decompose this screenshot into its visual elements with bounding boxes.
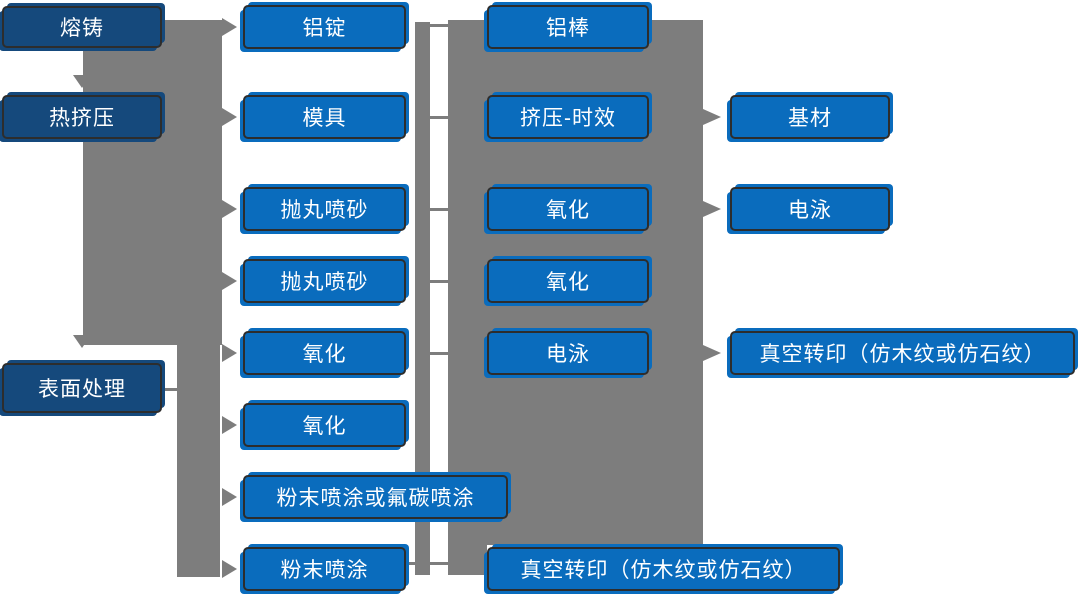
tie-powder-to-vacuum [405,562,448,565]
tie-surface-treatment [161,388,177,391]
arrow-to-electrophoresis-2-icon [703,201,721,217]
node-extrusion-aging: 挤压-时效 [487,95,649,139]
tie-row4 [430,280,448,283]
arrow-down-to-hot-extrusion-icon [73,75,91,88]
node-shot-blast-2: 抛丸喷砂 [243,259,406,303]
arrow-to-shot-blast-1-icon [222,200,237,218]
node-hot-extrusion: 热挤压 [2,95,162,139]
tie-row3 [430,208,448,211]
node-powder-or-fluorocarbon-coating: 粉末喷涂或氟碳喷涂 [243,475,508,519]
node-aluminum-rod: 铝棒 [487,5,649,49]
arrow-to-oxidation-1-icon [222,344,237,362]
connector-background-panel-tail [448,545,487,575]
node-aluminum-ingot: 铝锭 [243,5,406,49]
node-surface-treatment: 表面处理 [2,363,162,413]
tie-row1 [430,24,448,27]
node-vacuum-transfer-print-right: 真空转印（仿木纹或仿石纹） [730,331,1075,375]
arrow-to-vacuum-transfer-right-icon [703,345,721,361]
tie-row2 [430,116,448,119]
node-electrophoresis-1: 电泳 [487,331,649,375]
node-melting-casting: 熔铸 [2,6,162,48]
node-oxidation-4: 氧化 [487,259,649,303]
node-base-material: 基材 [730,95,890,139]
arrow-to-base-material-icon [703,109,721,125]
node-mold: 模具 [243,95,406,139]
node-oxidation-3: 氧化 [487,187,649,231]
arrow-to-powder-coating-icon [222,560,237,578]
arrow-down-to-surface-treatment-icon [73,335,91,348]
arrow-to-aluminum-ingot-icon [222,18,237,36]
node-shot-blast-1: 抛丸喷砂 [243,187,406,231]
arrow-to-shot-blast-2-icon [222,272,237,290]
node-oxidation-2: 氧化 [243,403,406,447]
connector-mid-bar [415,22,430,575]
arrow-to-powder-fluorocarbon-icon [222,488,237,506]
arrow-to-mold-icon [222,108,237,126]
node-powder-coating: 粉末喷涂 [243,547,406,591]
arrow-to-oxidation-2-icon [222,416,237,434]
node-oxidation-1: 氧化 [243,331,406,375]
connector-trunk-upper [83,20,222,345]
tie-row5 [430,352,448,355]
node-electrophoresis-2: 电泳 [730,187,890,231]
connector-trunk-lower [177,345,220,577]
node-vacuum-transfer-print-bottom: 真空转印（仿木纹或仿石纹） [487,547,840,591]
